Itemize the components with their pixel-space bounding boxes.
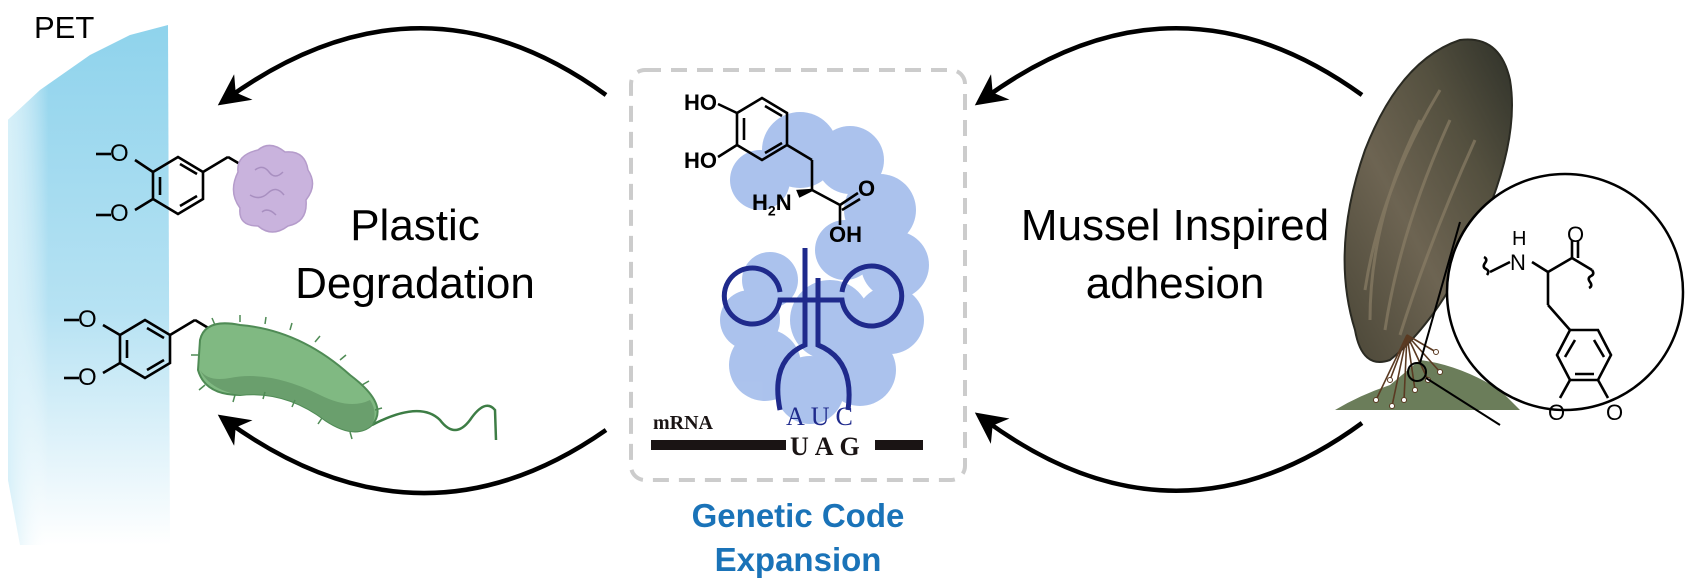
dimethoxybenzyl-molecule-bottom [64, 318, 216, 380]
methoxy-o-label: O [78, 306, 97, 333]
carbonyl-o-label: O [858, 176, 876, 201]
inset-ether-o-right: O [1606, 400, 1624, 425]
methoxy-o-label: O [110, 200, 129, 227]
hydroxyl-label: OH [829, 222, 862, 247]
trna-icon [721, 248, 905, 411]
enzyme-icon [232, 144, 314, 233]
inset-carbonyl-o-label: O [1567, 222, 1585, 247]
ribosome-icon [720, 112, 929, 424]
inset-n-label: N [1510, 250, 1526, 275]
gce-line1: Genetic Code [691, 497, 905, 534]
ho-bottom-label: HO [684, 148, 717, 173]
mrna-label: mRNA [653, 412, 713, 434]
rock-icon [1335, 360, 1520, 410]
ho-top-label: HO [684, 90, 717, 115]
magnifier-inset-icon [1407, 172, 1685, 426]
anticodon-label: AUC [786, 402, 859, 431]
plastic-degradation-line2: Degradation [295, 259, 535, 308]
arrow-left-bottom [217, 414, 608, 496]
mussel-adhesion-label: Mussel Inspired adhesion [990, 197, 1360, 313]
pet-film-icon [8, 25, 170, 545]
mussel-adhesion-line1: Mussel Inspired [1020, 201, 1330, 250]
dopa-molecule [717, 96, 861, 225]
center-dashed-box [629, 68, 967, 482]
mussel-adhesion-line2: adhesion [1085, 259, 1265, 308]
arrow-right-top [974, 26, 1364, 106]
cycle-arrow-icon [217, 26, 1364, 496]
inset-ether-o-left: O [1548, 400, 1566, 425]
arrow-right-bottom [974, 412, 1364, 493]
plastic-degradation-label: Plastic Degradation [290, 197, 540, 313]
inset-h-label: H [1512, 228, 1527, 250]
genetic-code-expansion-label: Genetic Code Expansion [648, 494, 948, 582]
bacterium-icon [191, 315, 498, 441]
mrna-strand [651, 440, 923, 450]
codon-label: UAG [790, 432, 866, 461]
gce-line2: Expansion [714, 541, 882, 578]
amine-label: H2N [752, 190, 792, 219]
methoxy-o-label: O [110, 140, 129, 167]
plastic-degradation-line1: Plastic [350, 201, 480, 250]
pet-label: PET [34, 10, 95, 45]
arrow-left-top [217, 26, 608, 106]
dimethoxybenzyl-molecule-top [96, 152, 251, 217]
methoxy-o-label: O [78, 364, 97, 391]
